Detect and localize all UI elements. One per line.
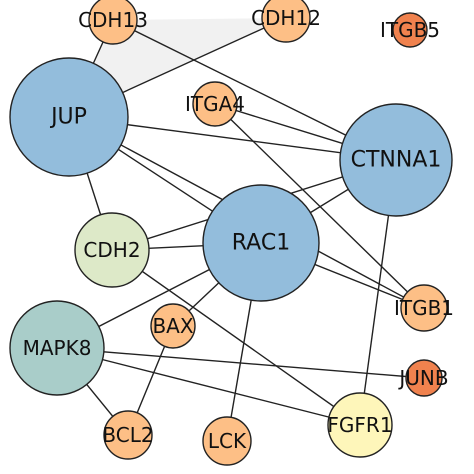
node-junb[interactable]: JUNB: [397, 359, 449, 397]
node-circle-lck: [202, 416, 252, 466]
node-circle-mapk8: [9, 300, 105, 396]
node-bcl2[interactable]: BCL2: [102, 410, 154, 460]
node-itgb5[interactable]: ITGB5: [380, 12, 440, 48]
node-ctnna1[interactable]: CTNNA1: [339, 103, 453, 217]
edge-mapk8-fgfr1: [56, 347, 361, 426]
node-cdh12[interactable]: CDH12: [251, 0, 321, 43]
node-label-cdh12: CDH12: [251, 6, 321, 30]
node-mapk8[interactable]: MAPK8: [9, 300, 105, 396]
node-circle-fgfr1: [327, 392, 393, 458]
node-fgfr1[interactable]: FGFR1: [327, 392, 393, 458]
node-label-mapk8: MAPK8: [23, 336, 92, 360]
node-label-fgfr1: FGFR1: [327, 413, 392, 437]
node-label-itgb1: ITGB1: [394, 296, 454, 320]
node-itgb1[interactable]: ITGB1: [394, 284, 454, 332]
node-circle-bax: [150, 303, 196, 349]
node-circle-itgb1: [400, 284, 448, 332]
node-circle-cdh12: [261, 0, 311, 43]
node-label-cdh13: CDH13: [78, 8, 148, 32]
node-itga4[interactable]: ITGA4: [185, 81, 245, 127]
node-circle-itga4: [192, 81, 238, 127]
node-jup[interactable]: JUP: [9, 57, 129, 177]
node-label-bax: BAX: [152, 314, 193, 338]
node-circle-ctnna1: [339, 103, 453, 217]
node-label-bcl2: BCL2: [102, 423, 153, 447]
edge-mapk8-junb: [56, 347, 425, 379]
node-circle-cdh13: [88, 0, 138, 45]
node-circle-junb: [405, 359, 443, 397]
node-rac1[interactable]: RAC1: [202, 184, 320, 302]
edge-itga4-itgb1: [214, 103, 425, 309]
node-cdh13[interactable]: CDH13: [78, 0, 148, 45]
node-label-jup: JUP: [49, 105, 87, 130]
node-circle-rac1: [202, 184, 320, 302]
node-bax[interactable]: BAX: [150, 303, 196, 349]
node-label-junb: JUNB: [397, 366, 448, 390]
node-label-itga4: ITGA4: [185, 92, 245, 116]
node-label-cdh2: CDH2: [83, 238, 140, 262]
node-cdh2[interactable]: CDH2: [74, 212, 150, 288]
node-lck[interactable]: LCK: [202, 416, 252, 466]
node-circle-cdh2: [74, 212, 150, 288]
node-circle-bcl2: [103, 410, 153, 460]
node-label-rac1: RAC1: [232, 231, 290, 256]
node-label-lck: LCK: [208, 429, 247, 453]
node-label-ctnna1: CTNNA1: [351, 148, 442, 173]
node-circle-itgb5: [392, 12, 428, 48]
node-label-itgb5: ITGB5: [380, 18, 440, 42]
node-circle-jup: [9, 57, 129, 177]
edge-cdh2-fgfr1: [111, 249, 361, 426]
